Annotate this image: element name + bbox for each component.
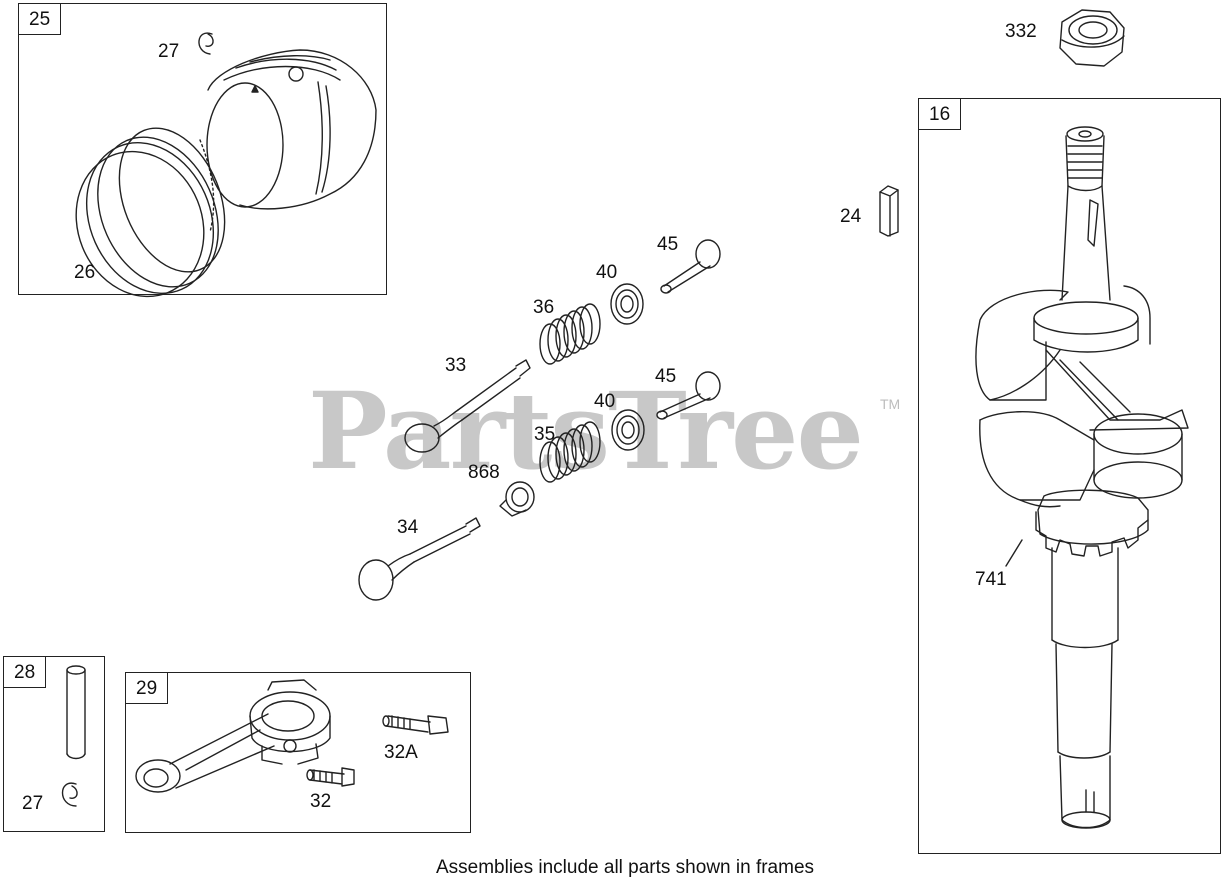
frame-piston-pin: 28 — [3, 656, 105, 832]
rod-bolt-32a — [383, 716, 448, 734]
connecting-rod — [136, 680, 330, 792]
label-intake-retainer: 40 — [596, 262, 618, 283]
piston-rings — [55, 112, 245, 315]
piston — [207, 50, 376, 209]
stem-cap-upper — [661, 240, 720, 293]
label-bolt-upper: 32A — [384, 742, 418, 763]
piston-pin — [67, 666, 85, 759]
label-gear: 741 — [975, 569, 1007, 590]
valve-seal — [500, 482, 534, 516]
frame-tag-piston-pin: 28 — [3, 656, 47, 688]
label-intake-stem-cap: 45 — [657, 234, 679, 255]
nut-332 — [1060, 10, 1124, 66]
frame-crankshaft: 16 — [918, 98, 1221, 854]
valve-spring-upper — [540, 304, 600, 364]
label-exhaust-valve: 34 — [397, 517, 419, 538]
label-intake-spring: 36 — [533, 297, 555, 318]
label-exhaust-retainer: 40 — [594, 391, 616, 412]
assembly-caption: Assemblies include all parts shown in fr… — [435, 857, 815, 878]
label-seal: 868 — [468, 462, 500, 483]
label-retainer-top: 27 — [158, 41, 180, 62]
woodruff-key — [880, 186, 898, 236]
frame-tag-crankshaft: 16 — [918, 98, 962, 130]
label-intake-valve: 33 — [445, 355, 467, 376]
spring-retainer-lower — [612, 410, 644, 450]
frame-connecting-rod: 29 — [125, 672, 471, 833]
label-retainer-bottom: 27 — [22, 793, 44, 814]
label-bolt-lower: 32 — [310, 791, 332, 812]
intake-valve — [405, 360, 530, 452]
valve-spring-lower — [540, 422, 600, 482]
label-rings: 26 — [74, 262, 96, 283]
frame-tag-piston: 25 — [18, 3, 62, 35]
label-key: 24 — [840, 206, 862, 227]
rod-bolt-32 — [307, 768, 354, 786]
spring-retainer-upper — [611, 284, 643, 324]
frame-piston: 25 — [18, 3, 387, 295]
stem-cap-lower — [657, 372, 720, 419]
frame-tag-connecting-rod: 29 — [125, 672, 169, 704]
crankshaft — [976, 127, 1188, 828]
exhaust-valve — [359, 518, 480, 600]
label-exhaust-stem-cap: 45 — [655, 366, 677, 387]
retainer-clip-bottom — [63, 783, 78, 806]
label-nut: 332 — [1005, 21, 1037, 42]
retainer-clip-top — [199, 33, 213, 54]
label-exhaust-spring: 35 — [534, 424, 556, 445]
trademark: TM — [880, 396, 901, 412]
